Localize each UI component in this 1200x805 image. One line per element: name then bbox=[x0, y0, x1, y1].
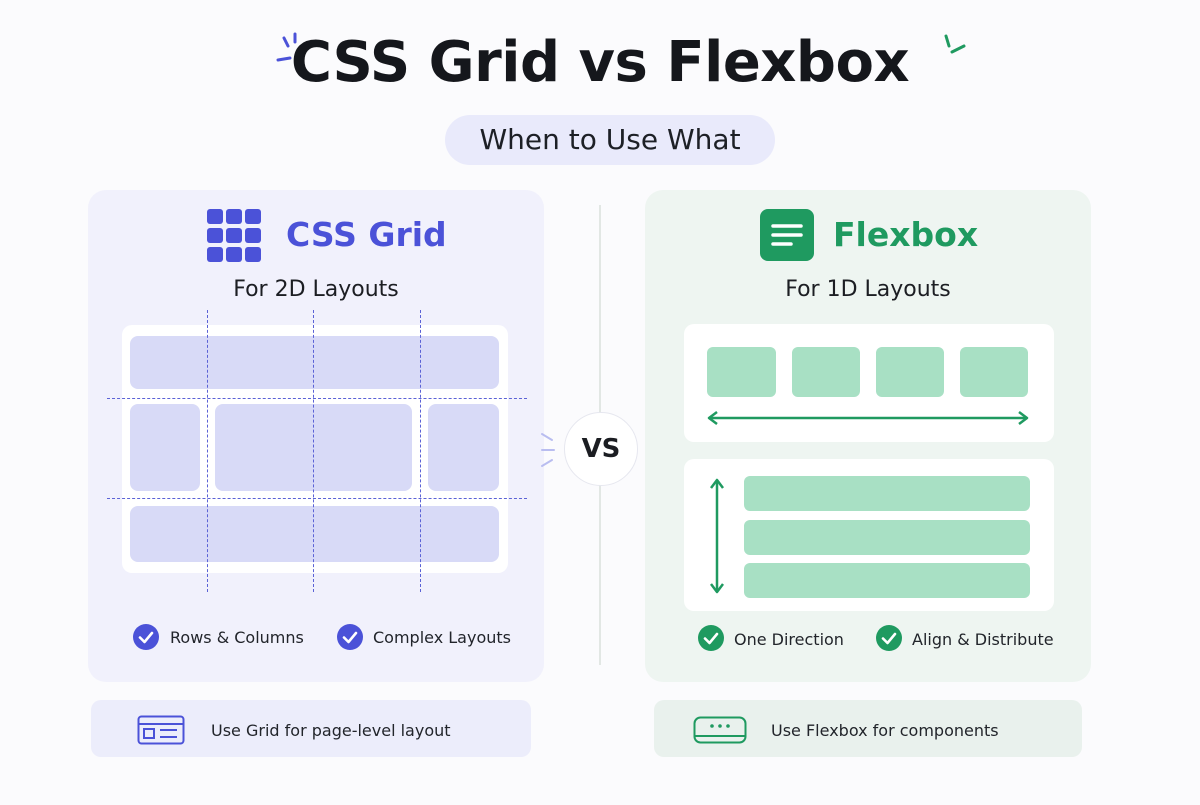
flexbox-feature-label: One Direction bbox=[734, 630, 844, 649]
grid-cell-aside bbox=[428, 404, 499, 491]
component-icon bbox=[693, 716, 747, 744]
grid-line bbox=[207, 310, 208, 592]
vs-badge: VS bbox=[564, 412, 638, 486]
flex-item bbox=[960, 347, 1028, 397]
layout-icon bbox=[137, 715, 185, 745]
horizontal-arrow-icon bbox=[707, 411, 1029, 425]
flex-item bbox=[744, 563, 1030, 598]
check-icon bbox=[698, 625, 724, 651]
flex-item bbox=[792, 347, 860, 397]
grid-subheading: For 2D Layouts bbox=[233, 277, 399, 302]
grid-line bbox=[107, 398, 527, 399]
grid-tip-box bbox=[91, 700, 531, 757]
grid-line bbox=[107, 498, 527, 499]
grid-heading: CSS Grid bbox=[286, 215, 447, 254]
grid-cell-sidebar bbox=[130, 404, 200, 491]
flexbox-heading: Flexbox bbox=[833, 215, 979, 254]
sparkle-left-icon bbox=[276, 32, 297, 62]
grid-tip-text: Use Grid for page-level layout bbox=[211, 721, 451, 740]
page-title: CSS Grid vs Flexbox bbox=[290, 30, 910, 95]
flex-item bbox=[744, 520, 1030, 555]
grid-cell-footer bbox=[130, 506, 499, 562]
flexbox-feature-label: Align & Distribute bbox=[912, 630, 1054, 649]
sparkle-right-icon bbox=[944, 34, 966, 54]
flexbox-tip-box bbox=[654, 700, 1082, 757]
flex-item bbox=[876, 347, 944, 397]
check-icon bbox=[876, 625, 902, 651]
grid-line bbox=[420, 310, 421, 592]
grid-feature-label: Complex Layouts bbox=[373, 628, 511, 647]
grid-cell-header bbox=[130, 336, 499, 389]
grid-feature-label: Rows & Columns bbox=[170, 628, 304, 647]
grid-icon bbox=[207, 209, 261, 262]
flexbox-tip-text: Use Flexbox for components bbox=[771, 721, 999, 740]
grid-line bbox=[313, 310, 314, 592]
check-icon bbox=[337, 624, 363, 650]
flex-item bbox=[707, 347, 776, 397]
flex-item bbox=[744, 476, 1030, 511]
vertical-arrow-icon bbox=[710, 478, 724, 594]
flexbox-subheading: For 1D Layouts bbox=[785, 277, 951, 302]
burst-left-icon bbox=[541, 433, 555, 467]
subtitle-pill: When to Use What bbox=[445, 115, 775, 165]
check-icon bbox=[133, 624, 159, 650]
flexbox-icon bbox=[760, 209, 814, 261]
